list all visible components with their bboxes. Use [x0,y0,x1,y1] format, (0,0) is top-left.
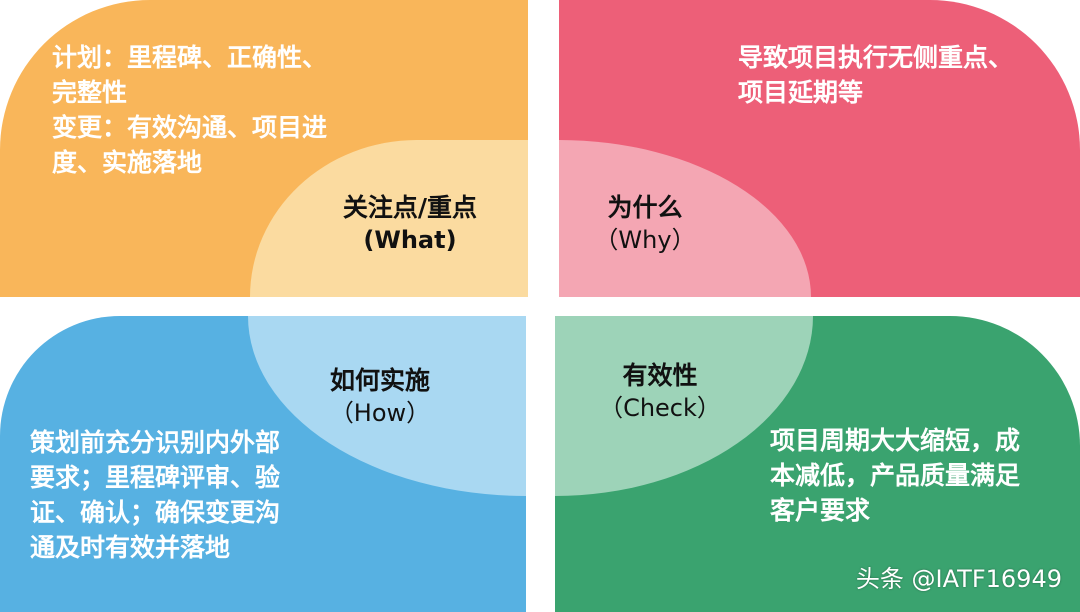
what-description: 计划：里程碑、正确性、 完整性 变更：有效沟通、项目进 度、实施落地 [52,43,328,177]
watermark: 头条 @IATF16949 [856,559,1062,594]
label-check-main: 有效性 [622,361,698,390]
label-check-sub: （Check） [599,394,721,422]
label-how: 如何实施 （How） [295,365,465,429]
how-description: 策划前充分识别内外部 要求；里程碑评审、验 证、确认；确保变更沟 通及时有效并落… [30,428,281,562]
watermark-text: 头条 @IATF16949 [855,565,1062,593]
label-why-sub: （Why） [594,226,696,254]
why-description: 导致项目执行无侧重点、 项目延期等 [738,43,1014,107]
label-why-main: 为什么 [607,193,683,222]
label-what-sub: (What) [363,226,457,254]
label-what: 关注点/重点 (What) [315,192,505,256]
label-why: 为什么 （Why） [575,192,715,256]
check-description: 项目周期大大缩短，成 本减低，产品质量满足 客户要求 [770,426,1021,525]
label-how-main: 如何实施 [329,366,430,395]
label-how-sub: （How） [329,399,431,427]
label-check: 有效性 （Check） [575,360,745,424]
label-what-main: 关注点/重点 [342,193,478,222]
